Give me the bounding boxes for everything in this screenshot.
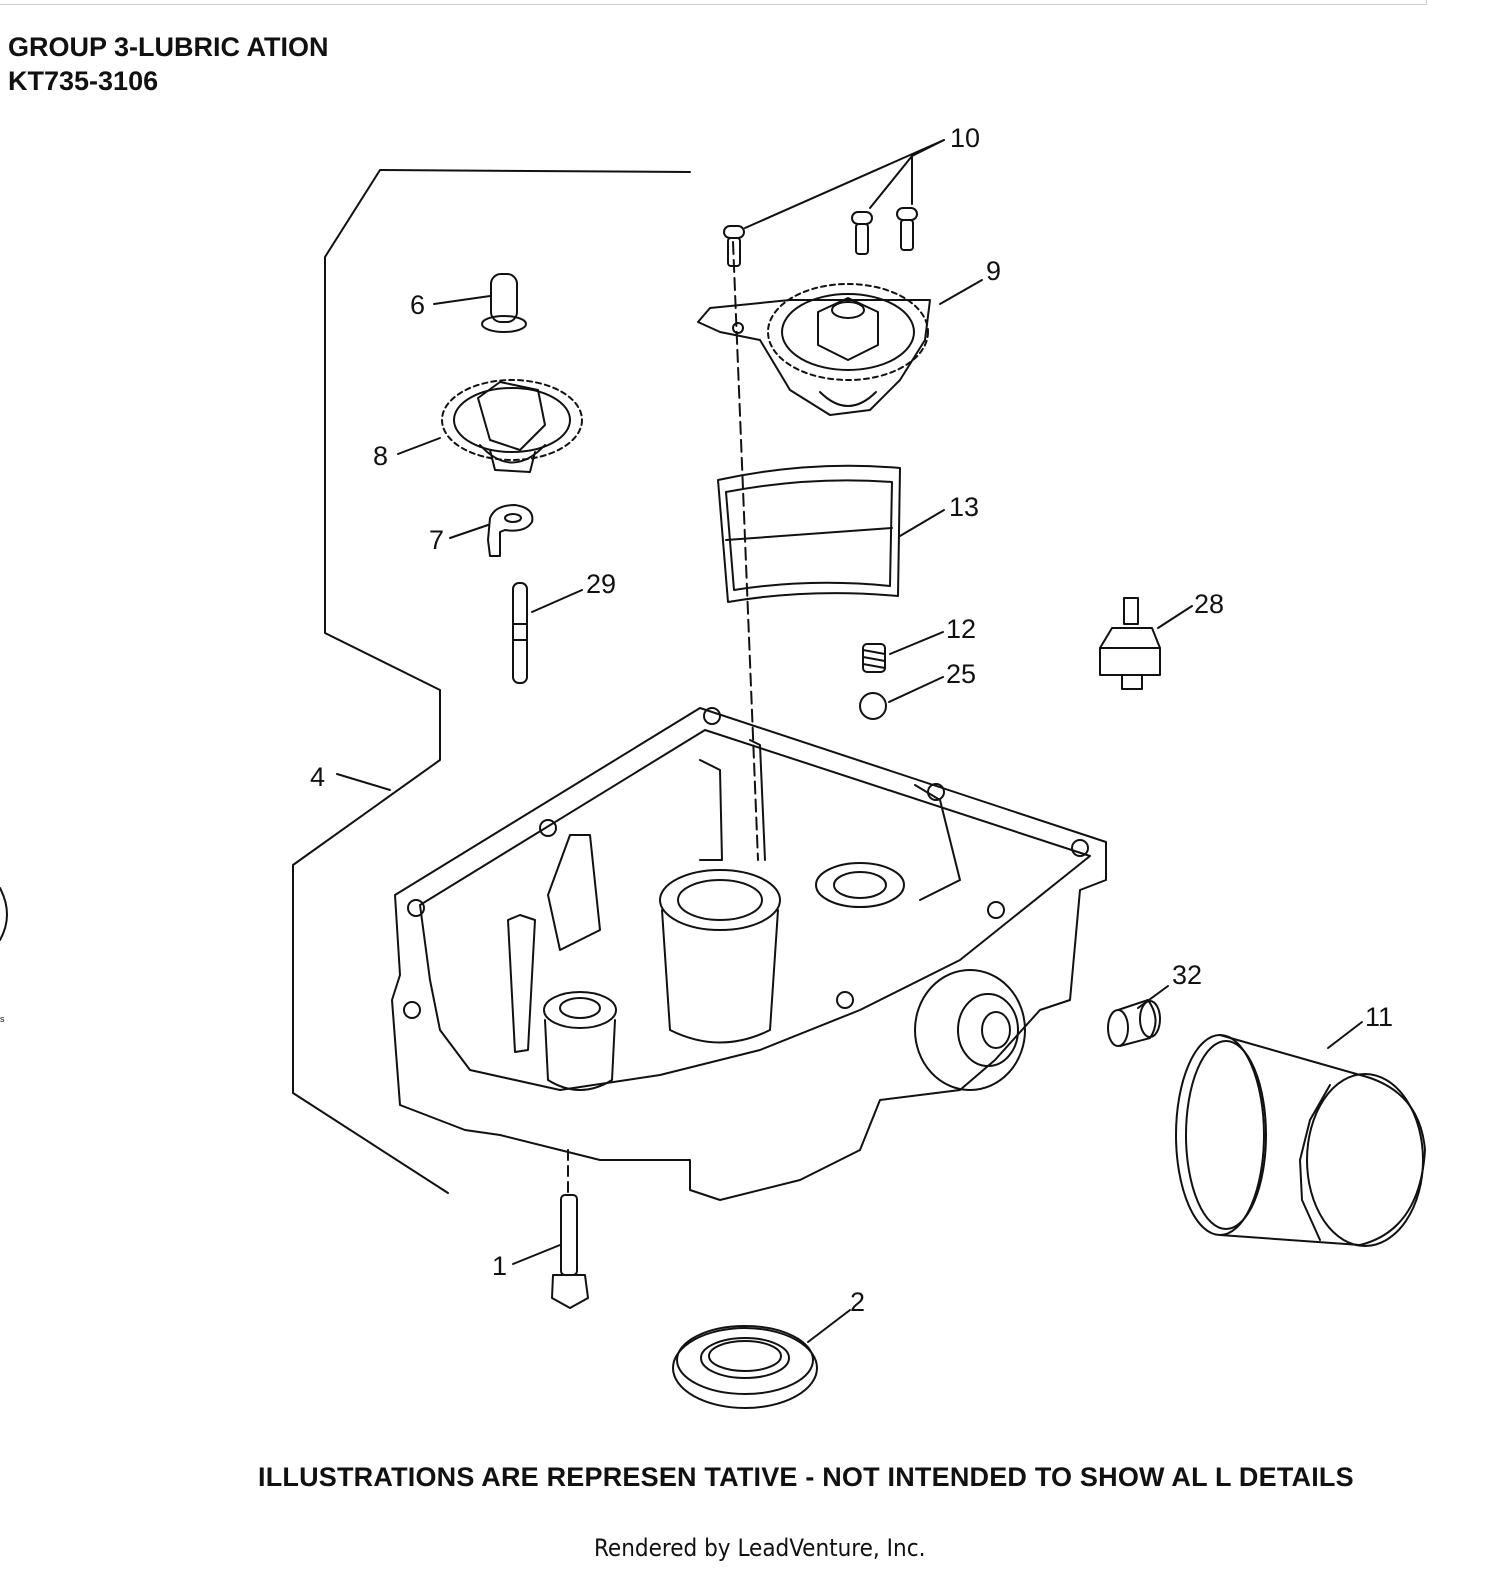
callout-1: 1 — [492, 1251, 507, 1281]
part-13-screen — [717, 464, 901, 603]
illustration-disclaimer: ILLUSTRATIONS ARE REPRESEN TATIVE - NOT … — [258, 1462, 1354, 1492]
part-12-spring — [862, 643, 886, 673]
callout-7: 7 — [429, 525, 444, 555]
callout-11: 11 — [1365, 1002, 1393, 1032]
callout-4: 4 — [310, 762, 325, 792]
left-edge-mark: s — [0, 1014, 5, 1024]
part-7-locking-tab — [487, 504, 534, 557]
part-10-screws — [723, 207, 918, 267]
part-11-oil-filter — [1175, 1034, 1426, 1247]
model-number: KT735-3106 — [8, 66, 159, 96]
callout-8: 8 — [373, 441, 388, 471]
part-4-oil-pan — [391, 707, 1107, 1201]
leader-lines — [336, 139, 1363, 1343]
callout-28: 28 — [1194, 589, 1224, 619]
callout-12: 12 — [946, 614, 976, 644]
part-2-seal — [672, 1325, 818, 1409]
part-25-ball — [859, 692, 887, 720]
part-6-shaft-pin — [481, 273, 527, 333]
callout-29: 29 — [586, 569, 616, 599]
part-9-oil-pump — [697, 283, 931, 416]
top-frame-border — [0, 0, 1427, 5]
part-28-pressure-switch — [1099, 597, 1161, 690]
render-credit: Rendered by LeadVenture, Inc. — [594, 1534, 926, 1562]
callout-32: 32 — [1172, 960, 1202, 990]
part-29-pin — [512, 582, 528, 684]
callout-10: 10 — [950, 123, 980, 153]
callout-2: 2 — [850, 1287, 865, 1317]
part-1-bolt — [551, 1194, 589, 1309]
alignment-line-screw — [732, 241, 759, 861]
callout-6: 6 — [410, 290, 425, 320]
part-8-governor-gear — [441, 379, 583, 473]
callout-13: 13 — [949, 492, 979, 522]
part-32-adapter — [1107, 999, 1161, 1047]
left-edge-fragment — [0, 887, 8, 941]
callout-25: 25 — [946, 659, 976, 689]
callout-9: 9 — [986, 256, 1001, 286]
group-title: GROUP 3-LUBRIC ATION — [8, 32, 329, 62]
assembly-bracket-outline — [292, 169, 691, 1194]
